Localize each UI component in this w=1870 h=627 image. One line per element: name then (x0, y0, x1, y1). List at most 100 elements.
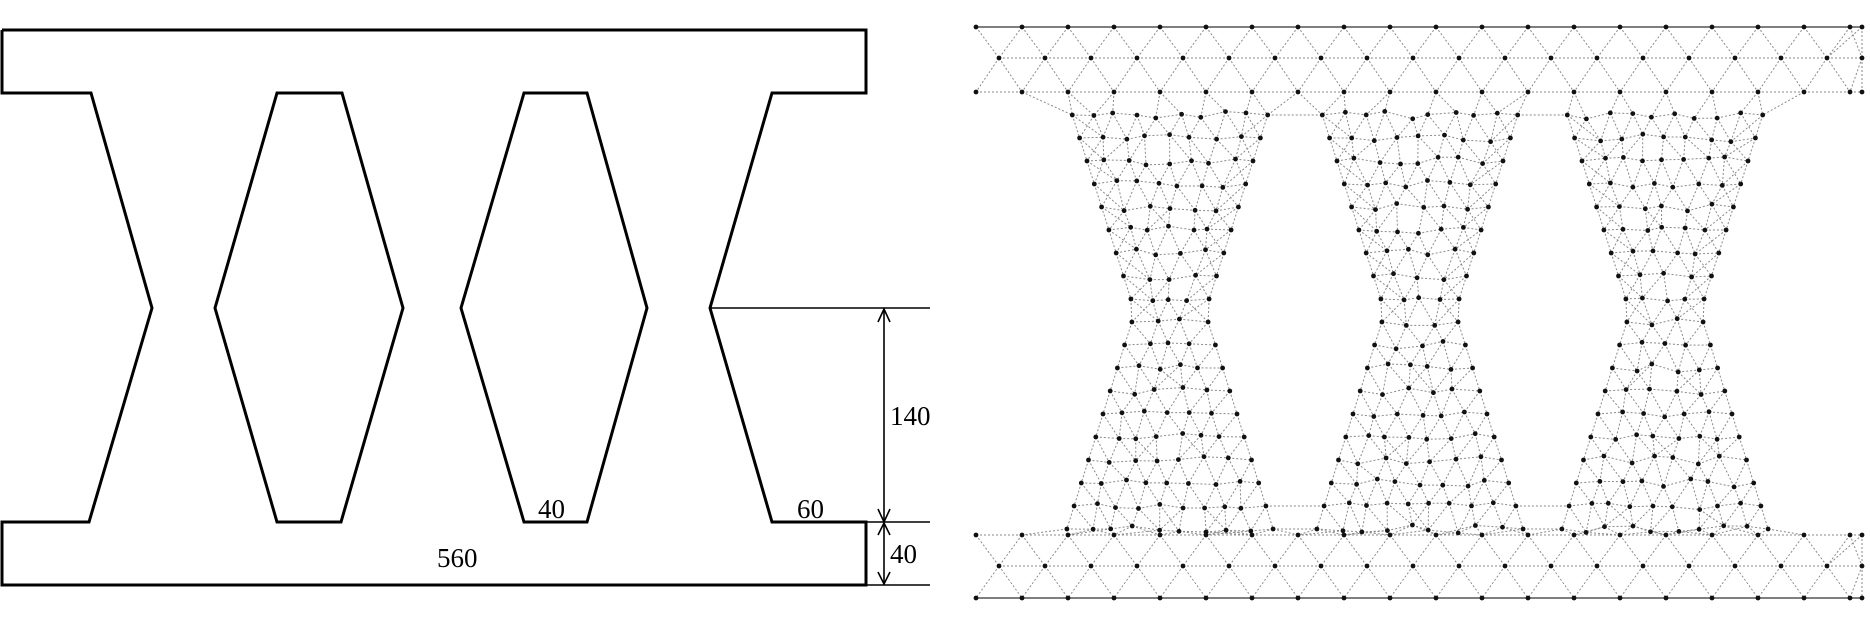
mesh-node (1425, 178, 1430, 183)
mesh-node (1150, 298, 1156, 304)
mesh-edge (1388, 363, 1411, 366)
mesh-edge (1356, 478, 1378, 485)
mesh-edge (1661, 136, 1665, 160)
mesh-edge (1596, 57, 1621, 93)
mesh-edge (1178, 300, 1188, 320)
mesh-edge (1112, 112, 1128, 140)
mesh-edge (1359, 390, 1375, 417)
mesh-node (1256, 480, 1262, 486)
mesh-edge (1182, 483, 1189, 509)
mesh-edge (1622, 480, 1642, 483)
mesh-edge (1159, 482, 1168, 505)
mesh-edge (1227, 436, 1245, 459)
mesh-node (1731, 484, 1737, 490)
mesh-node (1394, 135, 1400, 140)
mesh-node (1610, 365, 1615, 371)
mesh-edge (1200, 91, 1207, 118)
mesh-edge (1168, 299, 1187, 302)
mesh-edge (1585, 118, 1602, 142)
mesh-edge (1259, 114, 1269, 139)
mesh-node (1134, 55, 1140, 61)
mesh-node (1167, 132, 1172, 138)
mesh-edge (1345, 413, 1354, 438)
mesh-edge (1136, 534, 1161, 567)
mesh-edge (1396, 203, 1398, 232)
mesh-node (1234, 411, 1240, 417)
mesh-edge (1387, 363, 1410, 389)
mesh-node (1065, 89, 1071, 95)
arrow-down-40 (877, 571, 891, 586)
mesh-edge (1641, 342, 1653, 365)
mesh-node (1155, 318, 1161, 324)
mesh-edge (1475, 433, 1495, 438)
mesh-node (1824, 55, 1830, 61)
mesh-edge (1131, 300, 1154, 323)
mesh-edge (1408, 387, 1434, 394)
mesh-node (1456, 296, 1462, 302)
mesh-node (1624, 319, 1630, 325)
mesh-node (1847, 24, 1853, 30)
mesh-node (1665, 298, 1670, 304)
mesh-edge (1723, 502, 1742, 527)
mesh-edge (1490, 137, 1511, 143)
mesh-edge (1181, 113, 1201, 118)
mesh-edge (1504, 57, 1529, 93)
mesh-node (1366, 433, 1372, 438)
mesh-edge (1353, 157, 1369, 186)
mesh-node (1233, 156, 1238, 162)
mesh-node (1225, 455, 1231, 461)
mesh-edge (1336, 137, 1353, 162)
mesh-edge (1588, 157, 1606, 185)
mesh-edge (1610, 112, 1633, 115)
mesh-edge (1366, 344, 1376, 369)
mesh-node (1226, 563, 1232, 569)
mesh-node (1220, 185, 1226, 190)
mesh-edge (1683, 157, 1709, 160)
mesh-node (1588, 434, 1594, 440)
mesh-node (1243, 181, 1249, 187)
mesh-node (1198, 432, 1204, 438)
mesh-node (1702, 227, 1708, 233)
mesh-edge (1672, 506, 1700, 511)
mesh-edge (1483, 480, 1494, 503)
mesh-edge (1159, 91, 1182, 115)
mesh-edge (1574, 137, 1583, 162)
mesh-node (1206, 160, 1211, 166)
mesh-edge (1320, 57, 1345, 93)
mesh-edge (1419, 484, 1430, 504)
mesh-edge (1699, 367, 1718, 371)
mesh-edge (1569, 502, 1592, 507)
mesh-node (1258, 135, 1263, 141)
mesh-edge (1188, 117, 1202, 138)
mesh-edge (1440, 415, 1452, 439)
mesh-edge (1143, 410, 1157, 437)
mesh-edge (1674, 113, 1695, 119)
mesh-edge (1591, 481, 1601, 504)
mesh-edge (1481, 26, 1506, 59)
mesh-node (1617, 24, 1623, 30)
mesh-edge (1071, 114, 1081, 139)
mesh-node (1128, 224, 1134, 230)
mesh-edge (1214, 344, 1224, 369)
mesh-edge (1379, 137, 1398, 163)
mesh-node (1559, 526, 1565, 532)
mesh-node (1416, 230, 1421, 236)
mesh-edge (1124, 344, 1140, 366)
mesh-node (1078, 480, 1084, 486)
mesh-edge (1698, 344, 1711, 371)
mesh-edge (1179, 318, 1209, 323)
mesh-edge (1101, 206, 1131, 228)
mesh-edge (1373, 416, 1385, 438)
mesh-node (1157, 89, 1163, 95)
mesh-node (1440, 339, 1446, 344)
mesh-node (1686, 55, 1692, 61)
mesh-edge (1205, 249, 1217, 277)
mesh-edge (1113, 525, 1133, 536)
mesh-edge (1074, 503, 1098, 507)
mesh-edge (1144, 410, 1168, 414)
mesh-node (1639, 339, 1645, 345)
mesh-node (1364, 563, 1370, 569)
mesh-edge (1454, 249, 1467, 277)
mesh-node (1193, 272, 1198, 278)
